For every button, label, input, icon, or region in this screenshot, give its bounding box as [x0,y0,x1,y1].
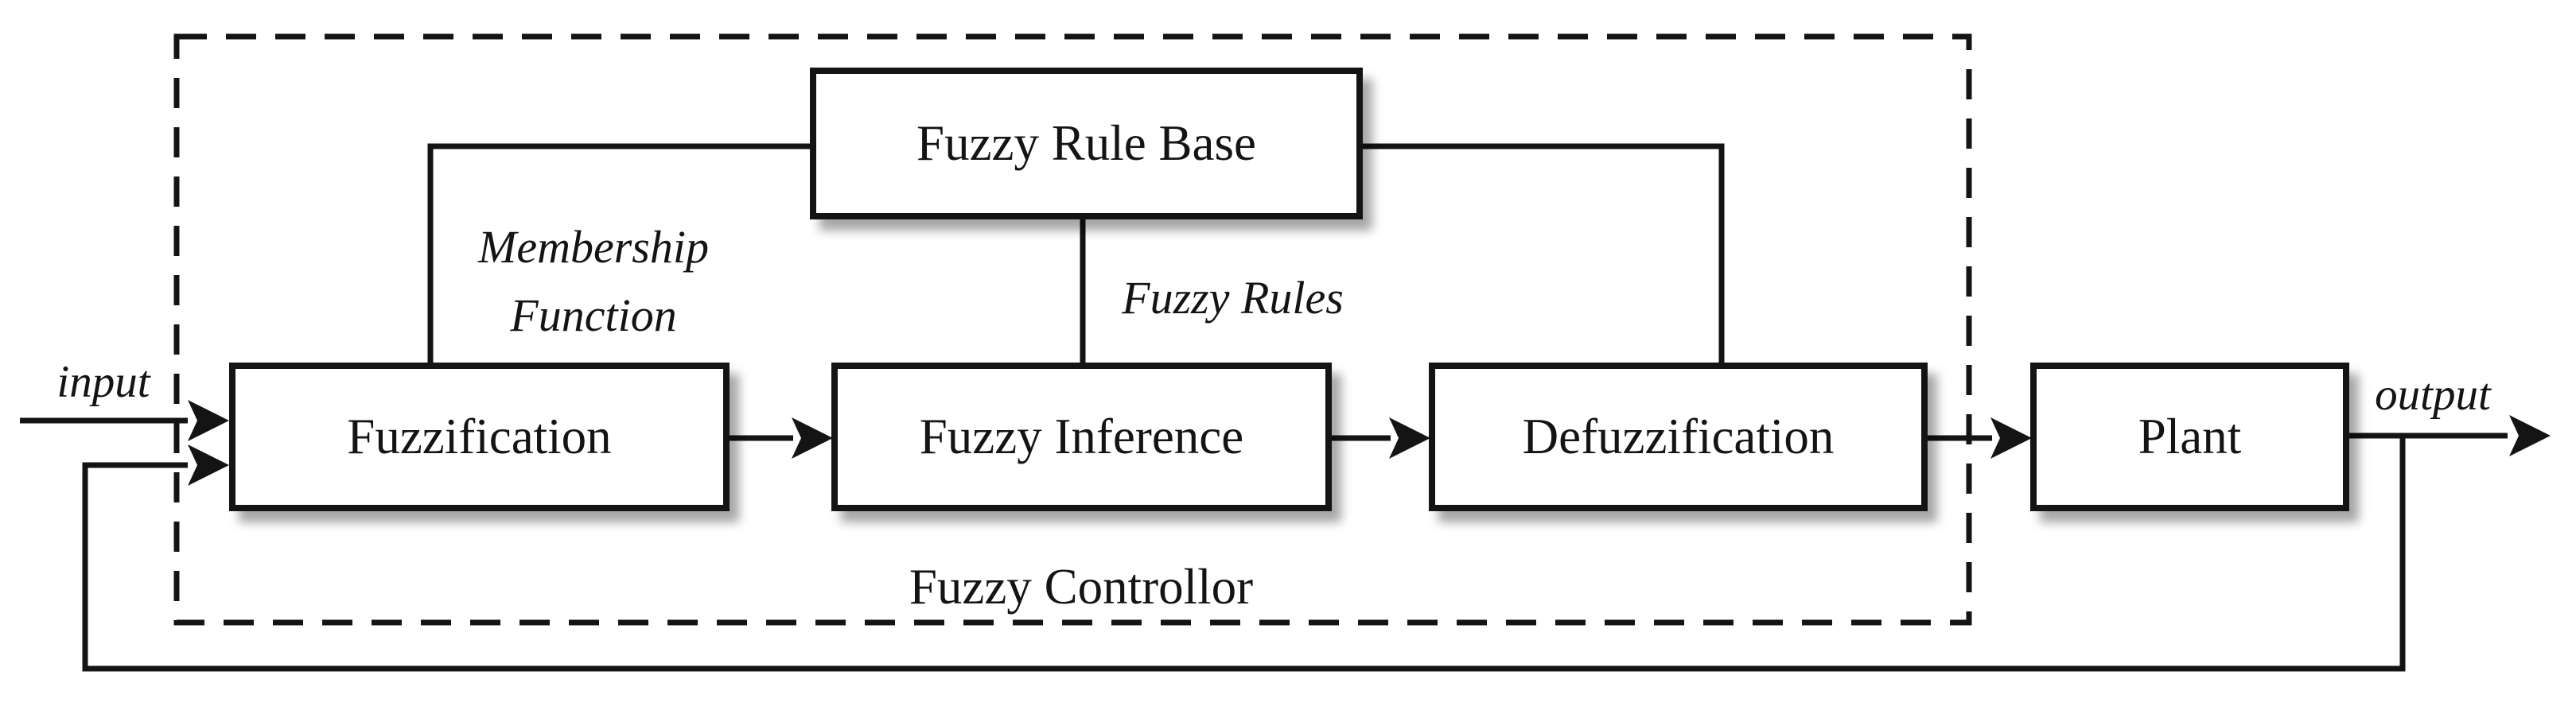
rule-base-to-fuzzification-line [427,143,810,363]
plant-arrowhead [1990,417,2032,459]
block-fuzzy-rule-base: Fuzzy Rule Base [810,68,1363,219]
feedback-arrowhead [188,444,229,486]
output-arrowhead [2509,415,2551,456]
block-fuzzy-rule-base-label: Fuzzy Rule Base [916,115,1256,171]
block-fuzzy-inference: Fuzzy Inference [831,363,1332,511]
fuzzy-controller-caption: Fuzzy Controllor [909,559,1254,615]
rule-base-to-defuzzification-line [1363,143,1725,363]
block-plant-label: Plant [2138,409,2242,464]
feedback-loop-line [82,436,2406,672]
input-label: input [56,357,150,407]
defuzzification-arrowhead [1389,417,1430,459]
block-plant: Plant [2030,363,2349,511]
block-fuzzification: Fuzzification [229,363,730,511]
output-label: output [2375,370,2491,420]
fuzzy-controller-dashed-border [173,33,1972,626]
block-fuzzy-inference-label: Fuzzy Inference [919,409,1244,464]
inference-arrowhead [792,417,833,459]
membership-function-label: Membership Function [434,213,753,350]
block-defuzzification: Defuzzification [1429,363,1928,511]
input-arrowhead [188,400,229,441]
block-fuzzification-label: Fuzzification [347,409,612,464]
fuzzy-rules-label: Fuzzy Rules [1122,272,1344,324]
membership-function-label-line2: Function [510,289,677,341]
block-defuzzification-label: Defuzzification [1522,409,1835,464]
membership-function-label-line1: Membership [478,221,709,273]
arrowheads [188,400,2551,486]
